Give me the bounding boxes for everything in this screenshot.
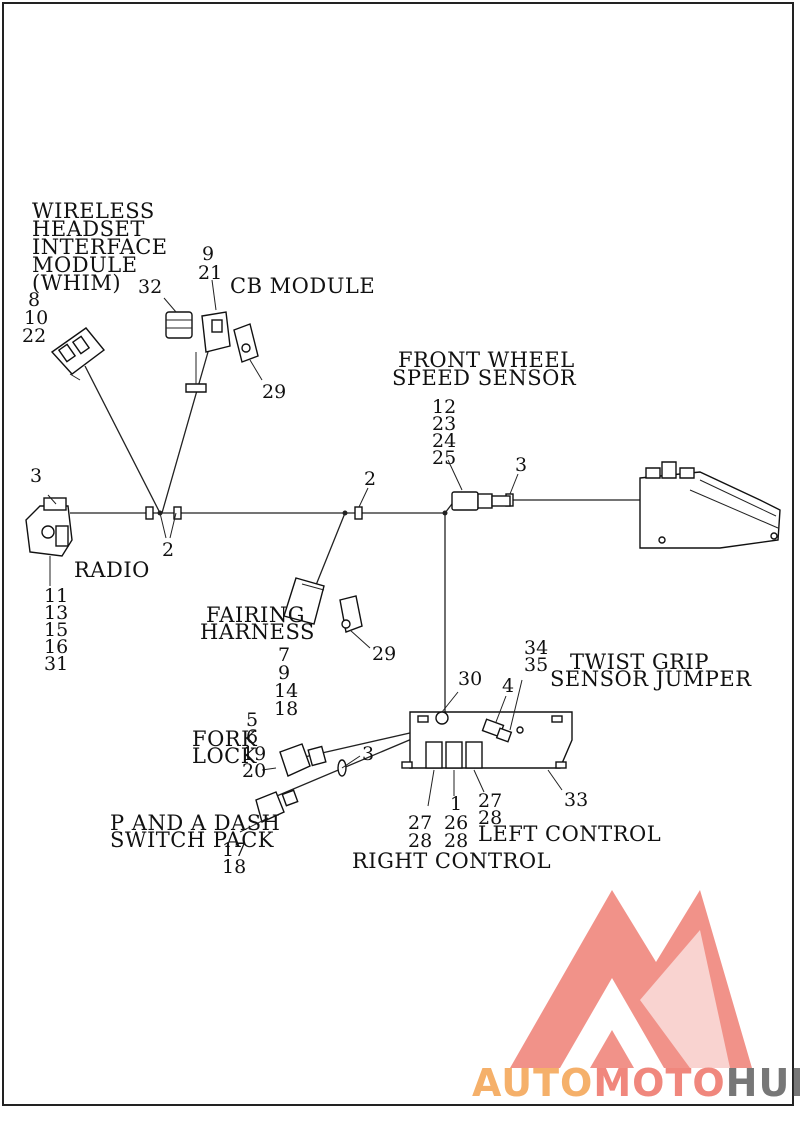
callout: 8 (28, 289, 40, 311)
callout: 1 (450, 793, 462, 815)
callout: 29 (262, 381, 286, 403)
twist-grip-label-line2: SENSOR JUMPER (550, 667, 752, 691)
watermark-part1: AUTO (472, 1061, 593, 1105)
callout: 35 (524, 654, 548, 676)
callout: 14 (274, 680, 298, 702)
callout: 16 (44, 636, 68, 658)
callout: 23 (432, 413, 456, 435)
twist-grip-connector-icon (481, 718, 513, 743)
watermark-brand: AUTOMOTOHUB (472, 1061, 800, 1105)
fork-lock-connector-icon (279, 743, 327, 777)
callout: 29 (372, 643, 396, 665)
callout: 7 (278, 644, 290, 666)
whim-module-icon (50, 327, 106, 381)
ground-bracket-icon (233, 323, 259, 363)
callout: 4 (502, 675, 514, 697)
callout: 9 (278, 662, 290, 684)
callout: 22 (22, 325, 46, 347)
callout: 18 (274, 698, 298, 720)
fairing-bracket-icon (639, 461, 781, 549)
watermark-part2: MOTO (593, 1061, 725, 1105)
callout: 30 (458, 668, 482, 690)
radio-label: RADIO (74, 558, 150, 582)
callout: 18 (222, 856, 246, 878)
pa-label-line2: SWITCH PACK (110, 828, 274, 852)
callout: 3 (30, 465, 42, 487)
twist-grip-label-line1: TWIST GRIP (570, 650, 709, 674)
callout: 10 (24, 307, 48, 329)
fairing-label-line2: HARNESS (200, 620, 315, 644)
callout: 2 (162, 539, 174, 561)
whim-label-line1: WIRELESS (32, 199, 155, 223)
fairing-harness-connector-icon (283, 577, 325, 625)
fork-lock-label-line1: FORK (192, 727, 257, 751)
callout: 24 (432, 430, 456, 452)
left-control-label: LEFT CONTROL (478, 822, 661, 846)
callout: 9 (202, 243, 214, 265)
fork-lock-label-line2: LOCK (192, 744, 257, 768)
pa-switch-connector-icon (255, 789, 299, 823)
callout: 33 (564, 789, 588, 811)
right-control-label: RIGHT CONTROL (352, 849, 551, 873)
callout: 12 (432, 396, 456, 418)
callout: 26 (444, 812, 468, 834)
callout: 17 (222, 839, 246, 861)
callout: 25 (432, 447, 456, 469)
callout: 32 (138, 276, 162, 298)
component-labels: WIRELESS HEADSET INTERFACE MODULE (WHIM)… (32, 199, 752, 873)
radio-icon (25, 497, 73, 586)
callout: 28 (408, 830, 432, 852)
callout: 11 (44, 585, 68, 607)
callout: 20 (242, 760, 266, 782)
callout: 15 (44, 619, 68, 641)
leader-lines (47, 279, 563, 833)
callout: 3 (515, 454, 527, 476)
diagram-frame (2, 2, 794, 1106)
callout: 19 (242, 743, 266, 765)
whim-label-line2: HEADSET (32, 217, 145, 241)
callout: 28 (444, 830, 468, 852)
control-bracket-icon (401, 711, 573, 769)
callout: 21 (198, 262, 222, 284)
callout: 28 (478, 807, 502, 829)
callout: 34 (524, 637, 548, 659)
whim-label-line4: MODULE (32, 253, 138, 277)
ground-bracket-icon-2 (339, 595, 363, 633)
whim-label-line5: (WHIM) (32, 271, 121, 295)
cb-module-icon (165, 311, 231, 393)
fws-label-line1: FRONT WHEEL (398, 348, 575, 372)
callout: 27 (478, 790, 502, 812)
watermark-logo (510, 890, 752, 1068)
fairing-label-line1: FAIRING (206, 603, 305, 627)
watermark-part3: HUB (726, 1061, 800, 1105)
cb-module-label: CB MODULE (230, 274, 375, 298)
callout: 5 (246, 709, 258, 731)
callout: 31 (44, 653, 68, 675)
callout: 6 (246, 726, 258, 748)
callout-numbers: 8 10 22 9 21 32 29 12 23 24 25 3 3 2 2 1… (22, 243, 588, 878)
callout: 13 (44, 602, 68, 624)
callout: 27 (408, 812, 432, 834)
callout: 2 (364, 468, 376, 490)
fws-label-line2: SPEED SENSOR (392, 366, 577, 390)
whim-label-line3: INTERFACE (32, 235, 168, 259)
speed-sensor-connector-icon (451, 491, 511, 511)
pa-label-line1: P AND A DASH (110, 811, 280, 835)
callout: 3 (362, 743, 374, 765)
